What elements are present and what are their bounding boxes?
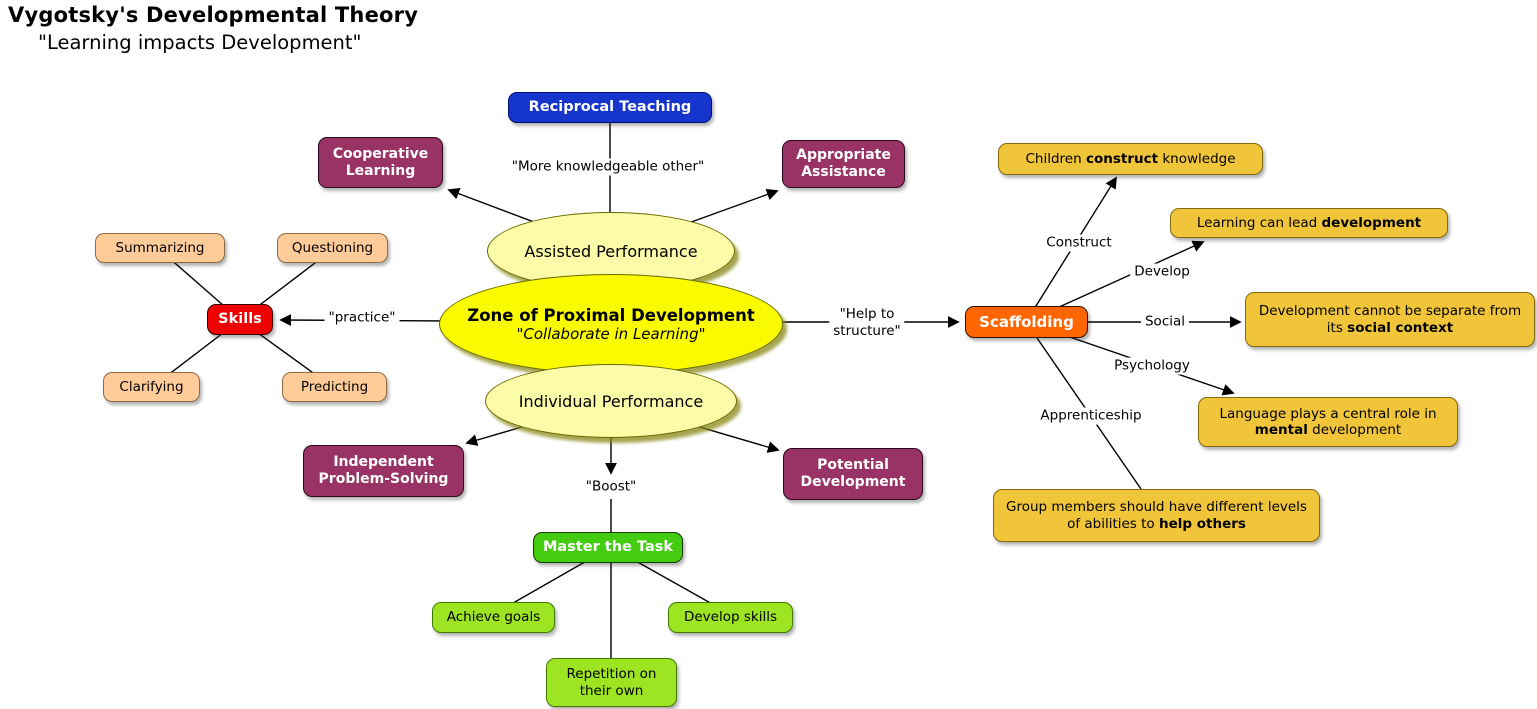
edge-label-more-knowledgeable-other[interactable]: "More knowledgeable other" [507, 158, 709, 176]
node-appropriate-assistance[interactable]: Appropriate Assistance [782, 140, 905, 188]
node-cooperative-learning[interactable]: Cooperative Learning [318, 137, 443, 188]
zpd-sublabel: "Collaborate in Learning" [516, 324, 706, 343]
edge-label-practice[interactable]: "practice" [324, 309, 400, 327]
page-subtitle: "Learning impacts Development" [38, 31, 362, 54]
node-achieve-goals[interactable]: Achieve goals [432, 602, 555, 633]
node-questioning[interactable]: Questioning [277, 233, 388, 263]
edge-label-apprenticeship[interactable]: Apprenticeship [1036, 407, 1146, 425]
edge-scaffolding-apprenticeship [1025, 321, 1142, 490]
node-repetition-on-their-own[interactable]: Repetition on their own [546, 658, 677, 707]
node-individual-performance[interactable]: Individual Performance [485, 364, 737, 438]
node-skills[interactable]: Skills [207, 304, 273, 335]
node-predicting[interactable]: Predicting [282, 372, 387, 402]
assisted-performance-label: Assisted Performance [524, 241, 698, 261]
node-scaffolding[interactable]: Scaffolding [965, 306, 1088, 338]
node-development-social-context[interactable]: Development cannot be separate from its … [1245, 292, 1535, 347]
node-zone-of-proximal-development[interactable]: Zone of Proximal Development "Collaborat… [439, 274, 783, 374]
node-language-mental-development[interactable]: Language plays a central role in mental … [1198, 397, 1458, 447]
edge-label-social[interactable]: Social [1140, 313, 1190, 331]
node-master-the-task[interactable]: Master the Task [533, 532, 683, 563]
node-develop-skills[interactable]: Develop skills [668, 602, 793, 633]
node-reciprocal-teaching[interactable]: Reciprocal Teaching [508, 92, 712, 123]
node-summarizing[interactable]: Summarizing [95, 233, 225, 263]
node-independent-problem-solving[interactable]: Independent Problem-Solving [303, 445, 464, 497]
edge-label-boost[interactable]: "Boost" [581, 478, 641, 496]
node-potential-development[interactable]: Potential Development [783, 448, 923, 500]
page-title: Vygotsky's Developmental Theory [8, 3, 419, 27]
individual-performance-label: Individual Performance [518, 391, 704, 411]
node-children-construct-knowledge[interactable]: Children construct knowledge [998, 143, 1263, 175]
edge-label-develop[interactable]: Develop [1130, 263, 1194, 281]
edge-label-psychology[interactable]: Psychology [1110, 357, 1194, 375]
node-learning-can-lead-development[interactable]: Learning can lead development [1170, 208, 1448, 238]
edge-label-help-to-structure[interactable]: "Help to structure" [829, 306, 905, 340]
node-group-members-help-others[interactable]: Group members should have different leve… [993, 489, 1320, 542]
zpd-label: Zone of Proximal Development [467, 305, 755, 325]
edge-label-construct[interactable]: Construct [1042, 234, 1116, 252]
node-clarifying[interactable]: Clarifying [103, 372, 200, 402]
